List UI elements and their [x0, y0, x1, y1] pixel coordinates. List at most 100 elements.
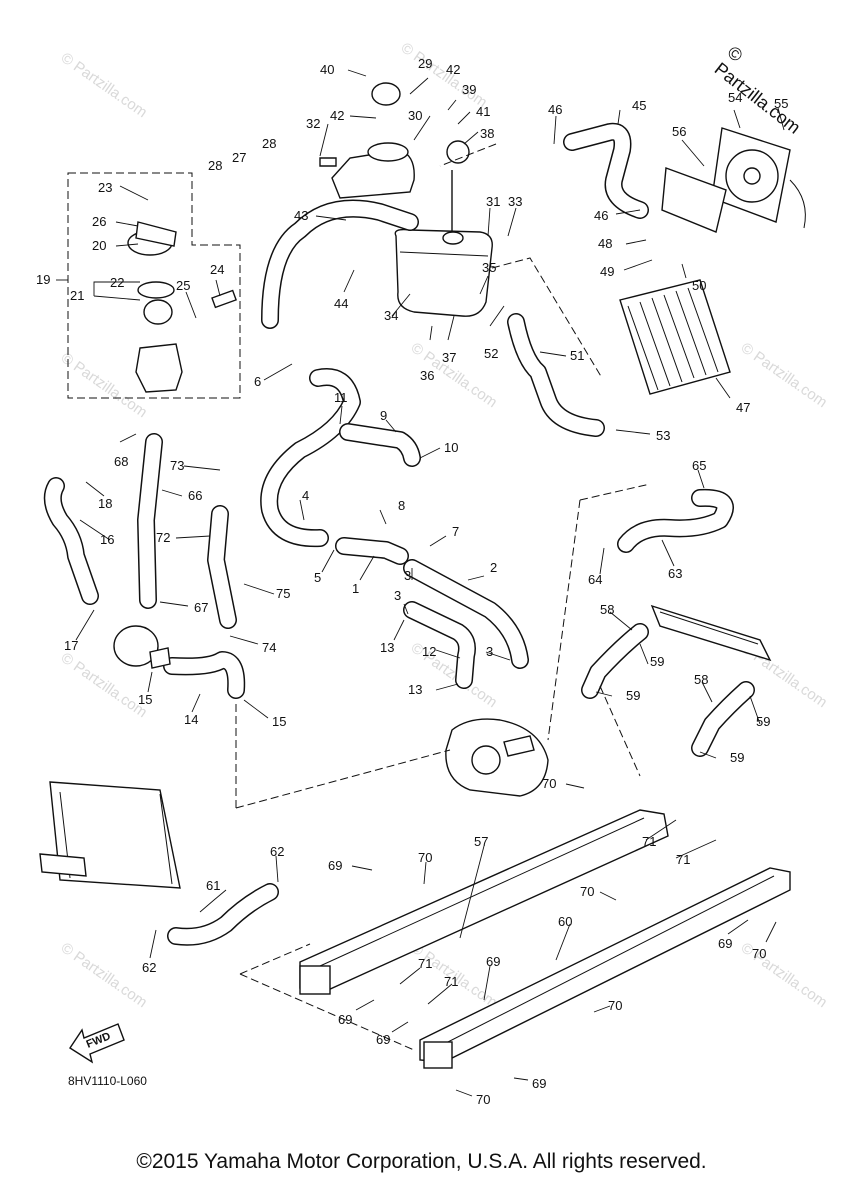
front-radiator: [39, 781, 181, 889]
callout-17: 17: [64, 638, 78, 653]
callout-48: 48: [598, 236, 612, 251]
callout-27: 27: [232, 150, 246, 165]
watermark: © Partzilla.com: [58, 49, 151, 121]
frame-pipes: [299, 809, 791, 1069]
callout-59: 59: [756, 714, 770, 729]
callout-52: 52: [484, 346, 498, 361]
callout-54: 54: [728, 90, 742, 105]
callout-39: 39: [462, 82, 476, 97]
callout-63: 63: [668, 566, 682, 581]
fan: [661, 127, 806, 233]
callout-51: 51: [570, 348, 584, 363]
cooling-pipe: [650, 604, 772, 662]
callout-32: 32: [306, 116, 320, 131]
callout-37: 37: [442, 350, 456, 365]
callout-3: 3: [394, 588, 401, 603]
callout-41: 41: [476, 104, 490, 119]
callout-65: 65: [692, 458, 706, 473]
callout-61: 61: [206, 878, 220, 893]
callout-70: 70: [752, 946, 766, 961]
diagram-code: 8HV1110-L060: [68, 1074, 147, 1088]
callout-22: 22: [110, 275, 124, 290]
callout-11: 11: [334, 390, 348, 405]
water-pump: [445, 718, 549, 797]
callout-19: 19: [36, 272, 50, 287]
callout-66: 66: [188, 488, 202, 503]
coolant-reservoir: [394, 140, 493, 317]
thermostat-housing: [127, 221, 237, 393]
callout-70: 70: [418, 850, 432, 865]
callout-38: 38: [480, 126, 494, 141]
callout-70: 70: [542, 776, 556, 791]
callout-62: 62: [142, 960, 156, 975]
radiator: [619, 279, 731, 395]
callout-35: 35: [482, 260, 496, 275]
callout-13: 13: [408, 682, 422, 697]
callout-68: 68: [114, 454, 128, 469]
callout-24: 24: [210, 262, 224, 277]
hoses: [43, 122, 755, 946]
callout-13: 13: [380, 640, 394, 655]
callout-15: 15: [138, 692, 152, 707]
callout-30: 30: [408, 108, 422, 123]
callout-59: 59: [730, 750, 744, 765]
callout-42: 42: [330, 108, 344, 123]
watermark: © Partzilla.com: [738, 339, 831, 411]
callout-40: 40: [320, 62, 334, 77]
callout-75: 75: [276, 586, 290, 601]
callout-1: 1: [352, 581, 359, 596]
callout-9: 9: [380, 408, 387, 423]
callout-6: 6: [254, 374, 261, 389]
callout-59: 59: [626, 688, 640, 703]
callout-69: 69: [532, 1076, 546, 1091]
callout-42: 42: [446, 62, 460, 77]
callout-3: 3: [404, 568, 411, 583]
callout-34: 34: [384, 308, 398, 323]
callout-45: 45: [632, 98, 646, 113]
callout-12: 12: [422, 644, 436, 659]
callout-16: 16: [100, 532, 114, 547]
callout-71: 71: [444, 974, 458, 989]
watermark: © Partzilla.com: [58, 939, 151, 1011]
callout-18: 18: [98, 496, 112, 511]
callout-69: 69: [328, 858, 342, 873]
callout-21: 21: [70, 288, 84, 303]
callout-44: 44: [334, 296, 348, 311]
callout-70: 70: [476, 1092, 490, 1107]
callout-55: 55: [774, 96, 788, 111]
callout-57: 57: [474, 834, 488, 849]
callout-69: 69: [338, 1012, 352, 1027]
callout-36: 36: [420, 368, 434, 383]
callout-69: 69: [718, 936, 732, 951]
callout-5: 5: [314, 570, 321, 585]
callout-15: 15: [272, 714, 286, 729]
callout-49: 49: [600, 264, 614, 279]
callout-labels: 1 2 3 3 3 4 5 6 7 8 9 10 11 12 13 13 14 …: [36, 56, 788, 1107]
callout-20: 20: [92, 238, 106, 253]
watermark: © Partzilla.com: [398, 39, 491, 111]
callout-28: 28: [262, 136, 276, 151]
callout-31: 31: [486, 194, 500, 209]
copyright-notice: ©2015 Yamaha Motor Corporation, U.S.A. A…: [136, 1150, 707, 1173]
callout-7: 7: [452, 524, 459, 539]
callout-73: 73: [170, 458, 184, 473]
callout-58: 58: [694, 672, 708, 687]
filler-bottle: [319, 82, 415, 199]
callout-74: 74: [262, 640, 276, 655]
callout-28: 28: [208, 158, 222, 173]
callout-46: 46: [548, 102, 562, 117]
dashed-connectors: [235, 143, 651, 1051]
callout-10: 10: [444, 440, 458, 455]
callout-14: 14: [184, 712, 198, 727]
leader-lines: [56, 69, 785, 1097]
callout-56: 56: [672, 124, 686, 139]
thermo-unit: [113, 625, 171, 669]
callout-70: 70: [608, 998, 622, 1013]
callout-4: 4: [302, 488, 309, 503]
callout-47: 47: [736, 400, 750, 415]
callout-46: 46: [594, 208, 608, 223]
callout-64: 64: [588, 572, 602, 587]
callout-53: 53: [656, 428, 670, 443]
callout-50: 50: [692, 278, 706, 293]
